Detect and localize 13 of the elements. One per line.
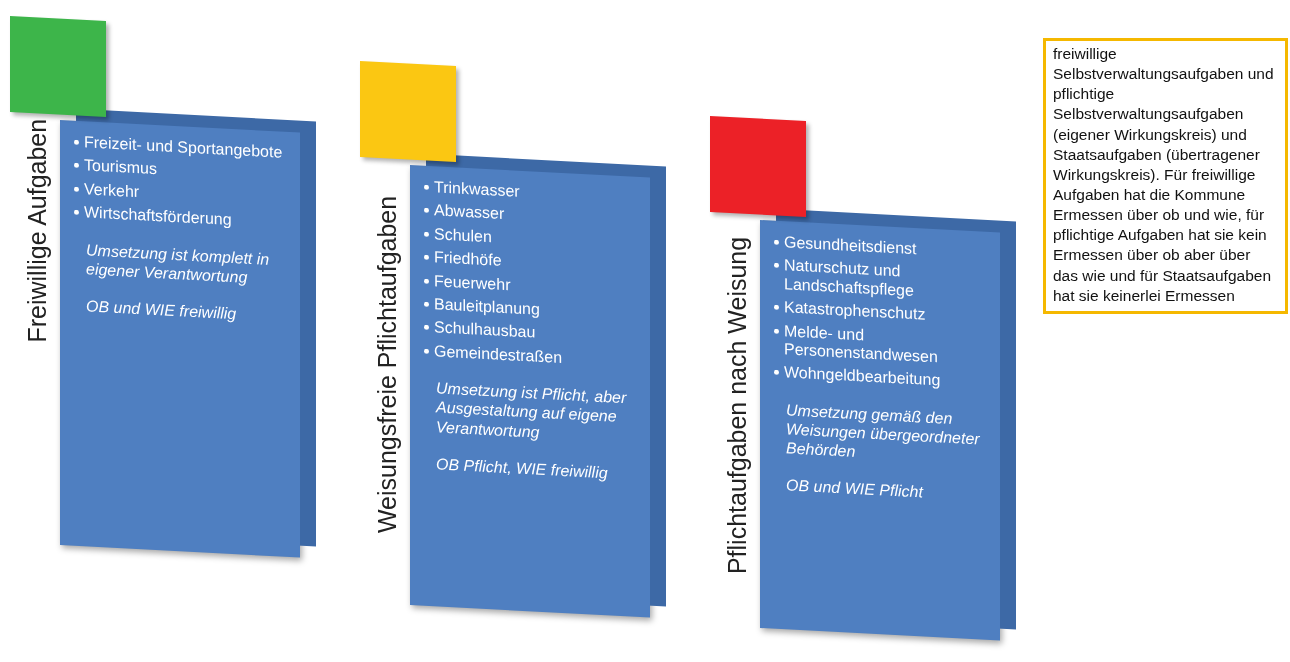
note-text: OB und WIE freiwillig bbox=[86, 296, 238, 325]
panel-title: Weisungsfreie Pflichtaufgaben bbox=[373, 195, 402, 534]
status-square bbox=[710, 116, 806, 218]
note-text: Umsetzung ist komplett in eigener Verantwortung bbox=[86, 239, 271, 288]
note-text: OB Pflicht, WIE freiwillig bbox=[436, 454, 609, 484]
note-text: Umsetzung gemäß den Weisungen übergeordneter Behörden bbox=[786, 400, 981, 463]
status-square bbox=[360, 61, 456, 163]
panel-title: Pflichtaufgaben nach Weisung bbox=[723, 236, 752, 575]
note-text: Umsetzung ist Pflicht, aber Ausgestaltung auf eigene Verantwortung bbox=[436, 378, 628, 443]
status-square bbox=[10, 16, 106, 118]
panel-title: Freiwillige Aufgaben bbox=[23, 118, 52, 343]
note-box: freiwillige Selbstverwaltungsaufgaben und pflichtige Selbstverwaltungsaufgaben (eigener Wirkungskreis) und Staatsaufgaben (übertragener Wirkungskreis). Für freiwillige Aufgaben hat die Kommune Ermessen über ob und wie, für pflichtige Aufgaben hat sie kein Ermessen über ob aber über das wie und für Staatsaufgaben hat sie keinerlei Ermessen bbox=[1043, 38, 1288, 314]
note-text: OB und WIE Pflicht bbox=[786, 475, 925, 503]
